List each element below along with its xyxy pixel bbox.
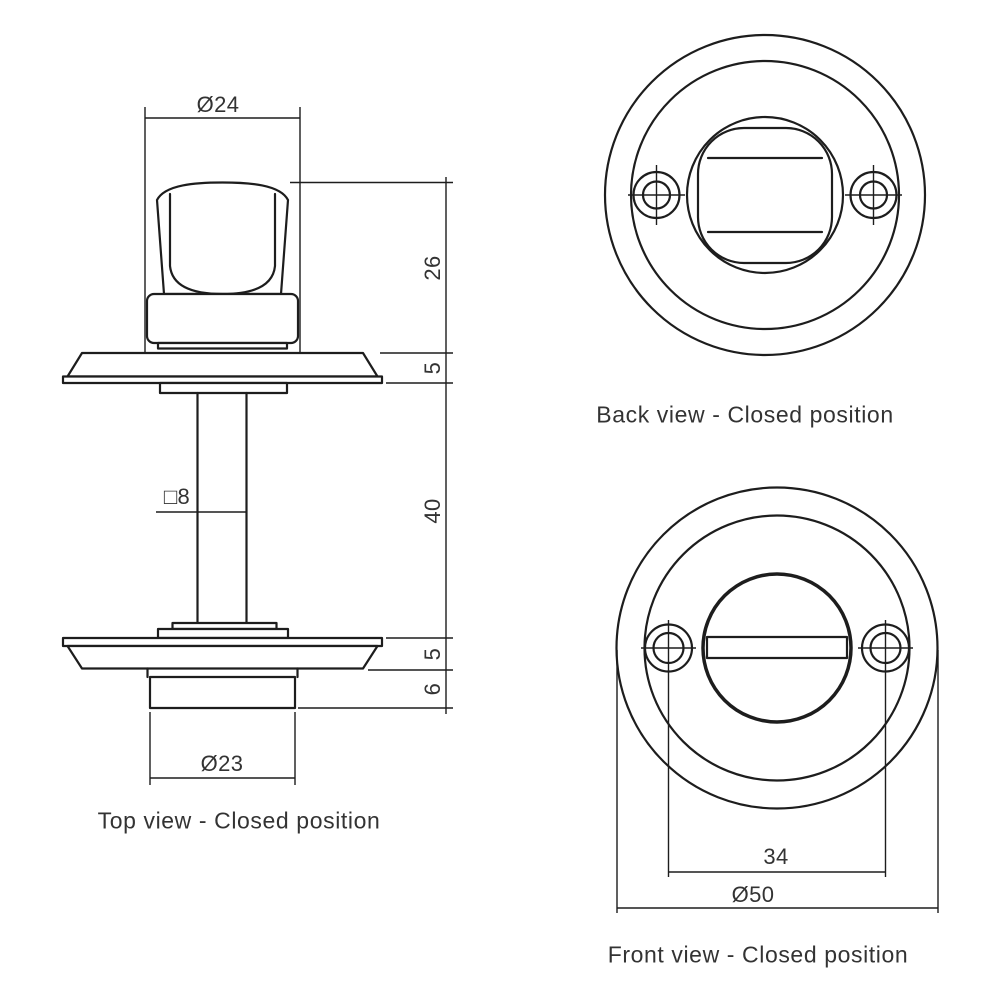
back-right-screw-hole: [845, 165, 902, 225]
knob-base-rim: [156, 341, 289, 350]
back-thumbturn-profile: [696, 126, 834, 265]
dim-label-knob-diameter: Ø24: [196, 92, 240, 117]
top-view-dimension-lines: [144, 107, 453, 785]
dim-label-knob-height: 26: [420, 255, 445, 281]
top-view-drawing: [61, 107, 453, 785]
front-right-screw-hole: [858, 620, 913, 877]
lower-rose-cone: [66, 644, 379, 670]
front-coin-slot: [705, 635, 849, 660]
thumbturn-knob: [145, 181, 300, 350]
lower-rose-plate: [61, 636, 384, 648]
knob-outline: [155, 181, 290, 296]
lower-rose: [61, 621, 384, 710]
upper-rose-cone: [66, 351, 379, 378]
lower-rose-hub: [156, 627, 290, 640]
front-outer-circle: [615, 486, 939, 810]
back-left-screw-hole: [628, 165, 685, 225]
knob-base: [145, 292, 300, 345]
top-view-caption: Top view - Closed position: [97, 807, 381, 834]
dim-label-bottom-rose-thickness: 5: [420, 647, 445, 661]
back-view-caption: Back view - Closed position: [596, 401, 894, 428]
front-view-caption: Front view - Closed position: [607, 941, 909, 968]
dim-label-spindle-square: □8: [163, 484, 191, 509]
dim-label-cylinder-diameter: Ø23: [200, 751, 244, 776]
dim-label-top-rose-thickness: 5: [420, 361, 445, 375]
dim-label-rose-diameter: Ø50: [731, 882, 775, 907]
dim-label-spindle-length: 40: [420, 498, 445, 524]
dim-label-screw-spacing: 34: [763, 844, 789, 869]
front-left-screw-hole: [641, 620, 696, 877]
front-turn-disc: [701, 572, 853, 724]
upper-rose: [61, 351, 384, 395]
upper-rose-hub: [158, 381, 289, 395]
front-view-dimension-lines: [616, 650, 939, 913]
spindle: [196, 391, 248, 625]
lower-cylinder: [148, 675, 297, 710]
dim-label-cylinder-height: 6: [420, 682, 445, 696]
back-outer-circle: [603, 33, 927, 357]
front-view-drawing: [615, 486, 939, 913]
back-hub-circle: [685, 115, 845, 275]
back-view-drawing: [603, 33, 927, 357]
